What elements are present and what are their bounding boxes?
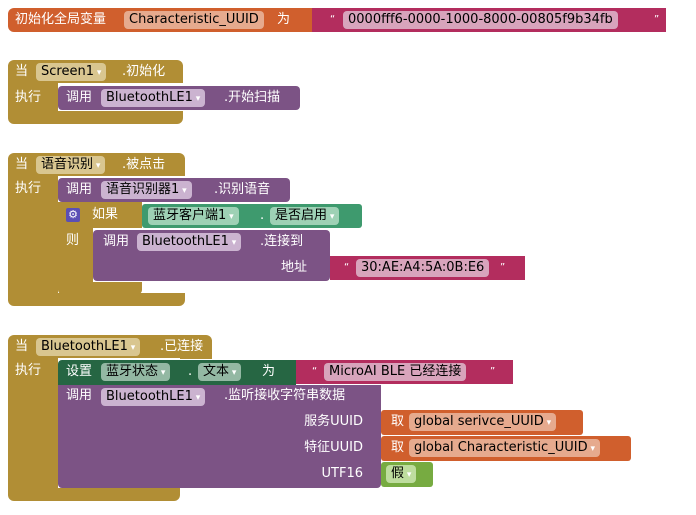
address-label: 地址 (281, 260, 308, 275)
component-dropdown[interactable]: 语音识别器1 (101, 181, 192, 199)
variable-dropdown[interactable]: global serivce_UUID (409, 413, 557, 431)
utf16-label: UTF16 (321, 466, 363, 481)
component-dropdown[interactable]: 语音识别 (36, 156, 106, 174)
method-label: .监听接收字符串数据 (224, 388, 346, 403)
dot-label: . (260, 208, 265, 223)
call-label: 调用 (66, 388, 93, 403)
component-dropdown[interactable]: Screen1 (36, 63, 107, 81)
service-uuid-label: 服务UUID (304, 414, 363, 429)
init-global-label: 初始化全局变量 (15, 12, 107, 27)
quote-close: ” (654, 14, 660, 25)
event-label: .初始化 (122, 64, 166, 79)
dot-label: . (188, 364, 193, 379)
method-label: .开始扫描 (224, 90, 281, 105)
get-label: 取 (391, 414, 405, 429)
variable-name-field[interactable]: Characteristic_UUID (124, 11, 264, 29)
connect-call-block[interactable]: 调用 BluetoothLE1 .连接到 地址 (93, 230, 330, 281)
method-label: .连接到 (260, 234, 304, 249)
then-label: 则 (66, 233, 80, 248)
component-dropdown[interactable]: BluetoothLE1 (101, 89, 206, 107)
quote-close: ” (500, 262, 506, 273)
do-label: 执行 (15, 363, 42, 378)
when-label: 当 (15, 157, 29, 172)
start-scan-call-block[interactable]: 调用 BluetoothLE1 .开始扫描 (58, 86, 300, 110)
property-dropdown[interactable]: 是否启用 (270, 207, 340, 225)
quote-close: ” (490, 366, 496, 377)
component-dropdown[interactable]: BluetoothLE1 (101, 388, 206, 406)
uuid-text-field[interactable]: 0000fff6-0000-1000-8000-00805f9b34fb (343, 11, 618, 29)
call-label: 调用 (66, 90, 93, 105)
when-label: 当 (15, 339, 29, 354)
quote-open: “ (312, 366, 318, 377)
method-label: .识别语音 (214, 182, 271, 197)
component-dropdown[interactable]: 蓝牙客户端1 (148, 207, 239, 225)
component-dropdown[interactable]: BluetoothLE1 (137, 233, 242, 251)
as-label: 为 (262, 364, 276, 379)
if-label: 如果 (92, 207, 119, 222)
is-enabled-getter-block[interactable]: 蓝牙客户端1 . 是否启用 (142, 204, 362, 228)
as-label: 为 (277, 12, 291, 27)
register-string-call-block[interactable]: 调用 BluetoothLE1 .监听接收字符串数据 服务UUID 特征UUID… (58, 385, 381, 488)
component-dropdown[interactable]: 蓝牙状态 (101, 363, 171, 381)
text-block[interactable]: “ 0000fff6-0000-1000-8000-00805f9b34fb ” (312, 8, 666, 32)
address-text-block[interactable]: “ 30:AE:A4:5A:0B:E6 ” (330, 256, 525, 280)
call-label: 调用 (66, 182, 93, 197)
get-label: 取 (391, 440, 405, 455)
boolean-dropdown[interactable]: 假 (386, 465, 417, 483)
component-dropdown[interactable]: BluetoothLE1 (36, 338, 141, 356)
get-service-uuid-block[interactable]: 取 global serivce_UUID (381, 410, 583, 435)
recognize-speech-call-block[interactable]: 调用 语音识别器1 .识别语音 (58, 178, 290, 202)
when-label: 当 (15, 64, 29, 79)
global-variable-block[interactable]: 初始化全局变量 Characteristic_UUID 为 (8, 8, 312, 32)
event-label: .已连接 (160, 339, 204, 354)
do-label: 执行 (15, 90, 42, 105)
characteristic-uuid-label: 特征UUID (304, 440, 363, 455)
false-boolean-block[interactable]: 假 (381, 462, 433, 487)
property-dropdown[interactable]: 文本 (198, 363, 242, 381)
call-label: 调用 (103, 234, 130, 249)
gear-icon[interactable]: ⚙ (66, 208, 80, 222)
quote-open: “ (344, 262, 350, 273)
variable-dropdown[interactable]: global Characteristic_UUID (409, 439, 600, 457)
set-text-block[interactable]: 设置 蓝牙状态 . 文本 为 (58, 360, 296, 385)
get-characteristic-uuid-block[interactable]: 取 global Characteristic_UUID (381, 436, 631, 461)
status-text-block[interactable]: “ MicroAI BLE 已经连接 ” (296, 360, 513, 384)
status-text-field[interactable]: MicroAI BLE 已经连接 (324, 363, 467, 381)
do-label: 执行 (15, 181, 42, 196)
address-text-field[interactable]: 30:AE:A4:5A:0B:E6 (356, 259, 490, 277)
event-label: .被点击 (122, 157, 166, 172)
set-label: 设置 (66, 364, 93, 379)
quote-open: “ (330, 14, 336, 25)
